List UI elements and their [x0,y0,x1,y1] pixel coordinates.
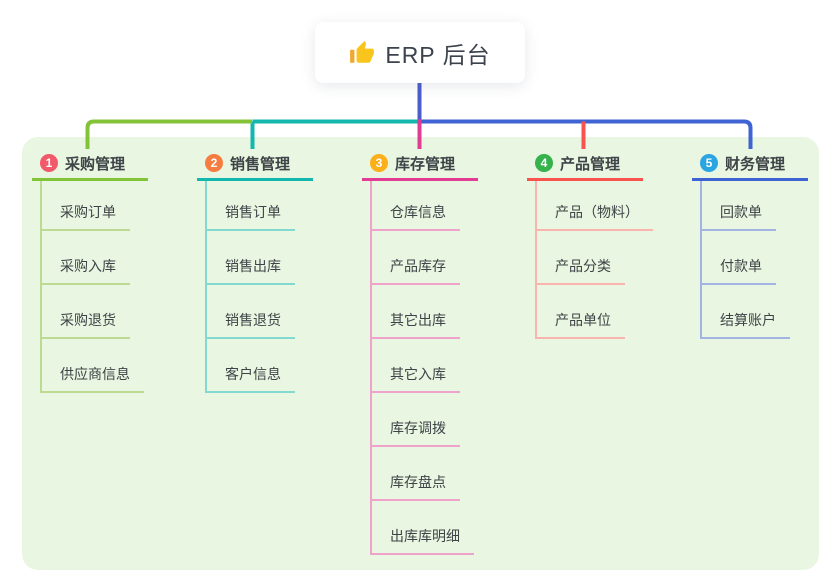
branch-number-badge: 4 [535,154,553,172]
branch-title: 产品管理 [560,155,621,173]
branch-finance: 5 财务管理 回款单付款单结算账户 [692,148,808,339]
branch-title: 销售管理 [230,155,291,173]
branch-children: 产品（物料） 产品分类产品单位 [535,181,653,339]
branch-number-badge: 3 [370,154,388,172]
root-node: ERP 后台 [315,22,525,83]
child-node: 回款单 [702,181,808,231]
child-node-label: 销售出库 [207,256,295,285]
child-node-label: 采购订单 [42,202,130,231]
branch-product: 4 产品管理 产品（物料） 产品分类产品单位 [527,148,653,339]
branch-number-badge: 2 [205,154,223,172]
child-node-label: 回款单 [702,202,776,231]
child-node: 销售退货 [207,285,313,339]
child-node: 库存盘点 [372,447,478,501]
child-node-label: 结算账户 [702,310,790,339]
child-node: 仓库信息 [372,181,478,231]
child-node: 付款单 [702,231,808,285]
child-node: 其它入库 [372,339,478,393]
child-node-label: 付款单 [702,256,776,285]
branch-title: 库存管理 [395,155,456,173]
root-node-label: ERP 后台 [385,41,491,68]
child-node-label: 产品（物料） [537,202,653,231]
branch-label-row: 3 库存管理 [362,148,478,181]
child-node-label: 产品库存 [372,256,460,285]
child-node-label: 采购入库 [42,256,130,285]
child-node: 产品分类 [537,231,643,285]
child-node-label: 销售退货 [207,310,295,339]
branch-number-badge: 5 [700,154,718,172]
branch-label-row: 4 产品管理 [527,148,643,181]
branch-children: 销售订单销售出库销售退货客户信息 [205,181,313,393]
child-node: 出库库明细 [372,501,478,555]
thumbs-up-icon [349,40,375,66]
branch-title: 财务管理 [725,155,786,173]
child-node-label: 供应商信息 [42,364,144,393]
branch-title: 采购管理 [65,155,126,173]
child-node-label: 客户信息 [207,364,295,393]
child-node-label: 销售订单 [207,202,295,231]
child-node-label: 出库库明细 [372,526,474,555]
branch-children: 采购订单采购入库采购退货供应商信息 [40,181,148,393]
child-node: 销售订单 [207,181,313,231]
child-node: 客户信息 [207,339,313,393]
child-node: 采购退货 [42,285,148,339]
child-node-label: 产品分类 [537,256,625,285]
child-node: 采购订单 [42,181,148,231]
child-node-label: 库存调拨 [372,418,460,447]
branch-purchase: 1 采购管理 采购订单采购入库采购退货供应商信息 [32,148,148,393]
child-node-label: 库存盘点 [372,472,460,501]
child-node: 其它出库 [372,285,478,339]
branch-label-row: 5 财务管理 [692,148,808,181]
branch-children: 仓库信息产品库存其它出库其它入库库存调拨库存盘点出库库明细 [370,181,478,555]
branch-sales: 2 销售管理 销售订单销售出库销售退货客户信息 [197,148,313,393]
branch-number-badge: 1 [40,154,58,172]
branch-children: 回款单付款单结算账户 [700,181,808,339]
child-node: 库存调拨 [372,393,478,447]
branches-panel [22,137,819,570]
child-node: 结算账户 [702,285,808,339]
child-node: 采购入库 [42,231,148,285]
child-node-label: 其它出库 [372,310,460,339]
branch-label-row: 1 采购管理 [32,148,148,181]
child-node-label: 仓库信息 [372,202,460,231]
child-node: 产品（物料） [537,181,653,231]
branch-inventory: 3 库存管理 仓库信息产品库存其它出库其它入库库存调拨库存盘点出库库明细 [362,148,478,555]
child-node: 产品单位 [537,285,643,339]
child-node-label: 采购退货 [42,310,130,339]
child-node: 产品库存 [372,231,478,285]
branch-label-row: 2 销售管理 [197,148,313,181]
child-node: 供应商信息 [42,339,148,393]
child-node-label: 产品单位 [537,310,625,339]
child-node-label: 其它入库 [372,364,460,393]
child-node: 销售出库 [207,231,313,285]
